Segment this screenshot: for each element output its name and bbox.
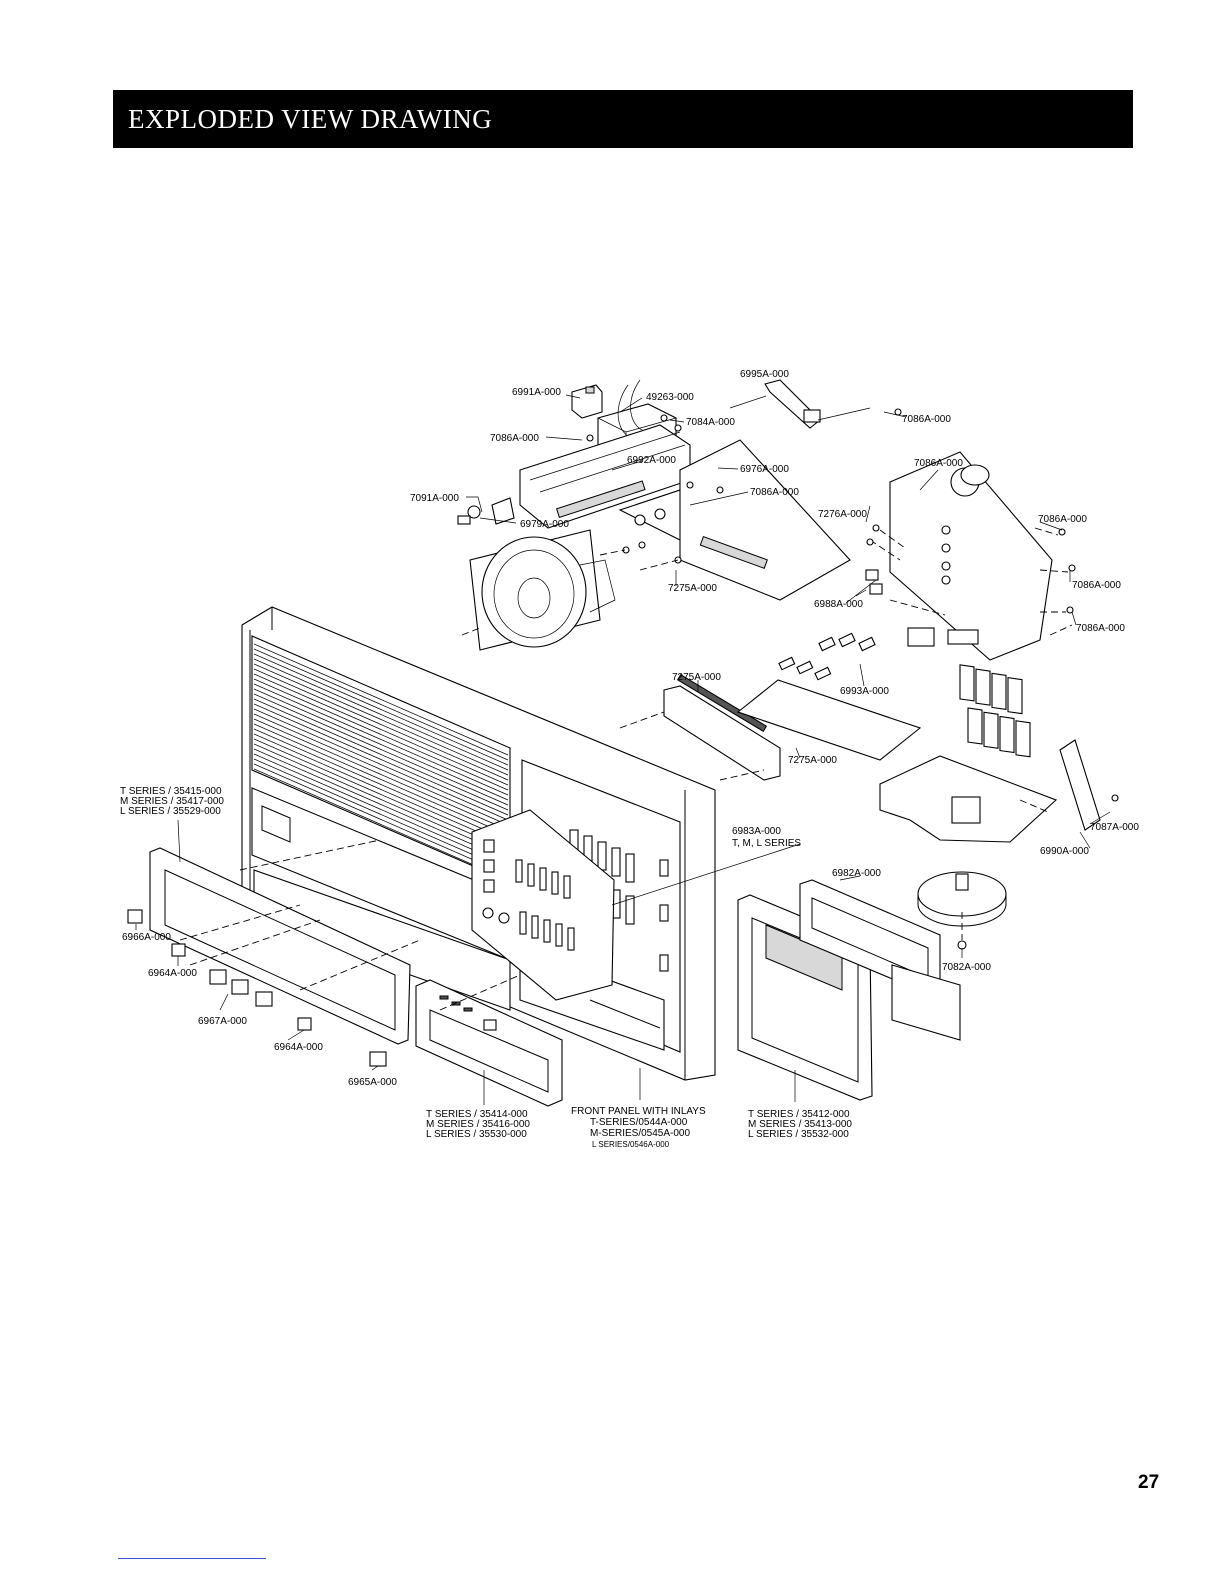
callout-7276: 7276A-000	[818, 509, 867, 520]
svg-text:M SERIES / 35413-000: M SERIES / 35413-000	[748, 1119, 852, 1130]
callout-7086-right-2: 7086A-000	[1072, 580, 1121, 591]
callout-7082: 7082A-000	[942, 962, 991, 973]
grille-line	[253, 693, 509, 806]
series-door: T SERIES / 35412-000 M SERIES / 35413-00…	[748, 1109, 852, 1140]
series-front-panel: FRONT PANEL WITH INLAYS T-SERIES/0544A-0…	[571, 1106, 706, 1149]
callout-6964-b: 6964A-000	[274, 1042, 323, 1053]
callout-6964-a: 6964A-000	[148, 968, 197, 979]
svg-text:T SERIES / 35415-000: T SERIES / 35415-000	[120, 786, 222, 797]
callout-6983: 6983A-000	[732, 826, 781, 837]
callout-6990: 6990A-000	[1040, 846, 1089, 857]
leader-lines	[135, 394, 1111, 1105]
callout-7086-top-right: 7086A-000	[902, 414, 951, 425]
callout-6992: 6992A-000	[627, 455, 676, 466]
header-bar	[113, 90, 1133, 148]
callout-7087: 7087A-000	[1090, 822, 1139, 833]
loose-buttons	[127, 909, 387, 1067]
control-inlay-6983	[471, 809, 615, 1001]
callout-6966: 6966A-000	[122, 932, 171, 943]
svg-text:FRONT PANEL WITH INLAYS: FRONT PANEL WITH INLAYS	[571, 1106, 706, 1117]
callout-7084: 7084A-000	[686, 417, 735, 428]
right-pcb-assembly	[778, 451, 1119, 802]
callout-7275-a: 7275A-000	[668, 583, 717, 594]
series-left-panel: T SERIES / 35415-000 M SERIES / 35417-00…	[120, 786, 224, 817]
speaker	[461, 529, 616, 651]
grille-line	[253, 673, 509, 786]
callout-7086-right-1: 7086A-000	[1038, 514, 1087, 525]
inlay-panels	[619, 673, 1101, 843]
svg-text:M SERIES / 35417-000: M SERIES / 35417-000	[120, 796, 224, 807]
grille-line	[253, 768, 509, 881]
svg-text:L SERIES / 35529-000: L SERIES / 35529-000	[120, 806, 221, 817]
callout-7275-c: 7275A-000	[788, 755, 837, 766]
grille-line	[253, 663, 509, 776]
grille-line	[253, 643, 509, 756]
svg-text:T-SERIES/0544A-000: T-SERIES/0544A-000	[590, 1117, 688, 1128]
callout-49263: 49263-000	[646, 392, 694, 403]
grille-line	[253, 753, 509, 866]
series-lower-panel: T SERIES / 35414-000 M SERIES / 35416-00…	[426, 1109, 530, 1140]
callout-7086-left: 7086A-000	[490, 433, 539, 444]
callout-7086-right-3: 7086A-000	[1076, 623, 1125, 634]
callout-6967: 6967A-000	[198, 1016, 247, 1027]
grille-line	[253, 708, 509, 821]
callout-6982: 6982A-000	[832, 868, 881, 879]
top-mechanism-assembly	[457, 379, 902, 601]
grille-line	[253, 698, 509, 811]
callout-6965: 6965A-000	[348, 1077, 397, 1088]
svg-text:M-SERIES/0545A-000: M-SERIES/0545A-000	[590, 1128, 690, 1139]
svg-text:L SERIES / 35532-000: L SERIES / 35532-000	[748, 1129, 849, 1140]
grille-line	[253, 743, 509, 856]
callout-7091: 7091A-000	[410, 493, 459, 504]
front-trim-panels	[149, 839, 563, 1107]
grille-line	[253, 648, 509, 761]
grille-line	[253, 713, 509, 826]
svg-text:L SERIES/0546A-000: L SERIES/0546A-000	[592, 1140, 670, 1149]
grille-line	[253, 733, 509, 846]
grille-line	[253, 668, 509, 781]
series-labels: T SERIES / 35415-000 M SERIES / 35417-00…	[120, 786, 852, 1149]
svg-text:T SERIES / 35414-000: T SERIES / 35414-000	[426, 1109, 528, 1120]
callout-7275-b: 7275A-000	[672, 672, 721, 683]
callout-6991: 6991A-000	[512, 387, 561, 398]
grille-line	[253, 703, 509, 816]
callout-labels: 6995A-000 6991A-000 49263-000 7084A-000 …	[122, 369, 1139, 1088]
footer-rule	[118, 1558, 266, 1559]
grille-line	[253, 683, 509, 796]
callout-6979: 6979A-000	[520, 519, 569, 530]
grille-line	[253, 658, 509, 771]
svg-text:T SERIES / 35412-000: T SERIES / 35412-000	[748, 1109, 850, 1120]
callout-6976: 6976A-000	[740, 464, 789, 475]
grille-line	[253, 718, 509, 831]
callout-6995: 6995A-000	[740, 369, 789, 380]
callout-6988: 6988A-000	[814, 599, 863, 610]
grille-line	[253, 748, 509, 861]
page-number: 27	[1138, 1472, 1160, 1493]
door-assembly	[737, 871, 1007, 1101]
svg-text:M SERIES / 35416-000: M SERIES / 35416-000	[426, 1119, 530, 1130]
callout-6993: 6993A-000	[840, 686, 889, 697]
grille-line	[253, 653, 509, 766]
grille-line	[253, 678, 509, 791]
grille-line	[253, 688, 509, 801]
callout-7086-mid: 7086A-000	[750, 487, 799, 498]
grille-line	[253, 758, 509, 871]
callout-7086-pcb: 7086A-000	[914, 458, 963, 469]
grille-line	[253, 723, 509, 836]
svg-text:L SERIES / 35530-000: L SERIES / 35530-000	[426, 1129, 527, 1140]
grille-line	[253, 738, 509, 851]
page-title: EXPLODED VIEW DRAWING	[128, 104, 493, 134]
grille-line	[253, 763, 509, 876]
callout-6983-series: T, M, L SERIES	[732, 838, 801, 849]
grille-line	[253, 728, 509, 841]
